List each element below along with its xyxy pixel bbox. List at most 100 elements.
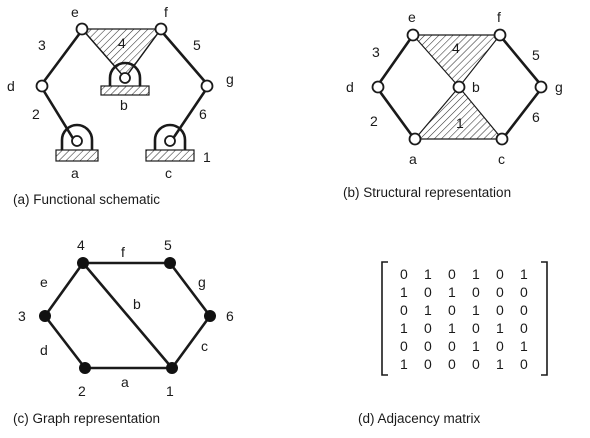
label-link-4-b: 4 bbox=[452, 40, 460, 56]
label-link-6: 6 bbox=[199, 106, 207, 122]
ground-pivot-b bbox=[108, 61, 142, 88]
label-edge-a: a bbox=[121, 374, 129, 390]
caption-b: (b) Structural representation bbox=[343, 185, 511, 200]
label-vertex-5: 5 bbox=[164, 237, 172, 253]
label-link-3: 3 bbox=[38, 37, 46, 53]
label-vertex-2: 2 bbox=[78, 383, 86, 399]
link-3-bar-b bbox=[376, 36, 413, 87]
link-5-bar-b bbox=[500, 36, 543, 87]
label-link-1: 1 bbox=[203, 149, 211, 165]
label-vertex-6: 6 bbox=[226, 308, 234, 324]
label-edge-b: b bbox=[133, 296, 141, 312]
vertex-4 bbox=[77, 257, 89, 269]
joint-f bbox=[154, 22, 168, 36]
joint-f-b bbox=[493, 28, 507, 42]
label-joint-g: g bbox=[226, 71, 234, 87]
label-joint-e-b: e bbox=[408, 9, 416, 25]
joint-g bbox=[200, 79, 214, 93]
label-link-1-b: 1 bbox=[456, 115, 464, 131]
label-joint-c-b: c bbox=[498, 151, 505, 167]
label-joint-b-b: b bbox=[472, 79, 480, 95]
label-link-5-b: 5 bbox=[532, 47, 540, 63]
ground-hatch-a bbox=[55, 149, 99, 162]
vertex-2 bbox=[79, 362, 91, 374]
label-link-6-b: 6 bbox=[532, 109, 540, 125]
link-4-edge-fb bbox=[124, 28, 162, 79]
label-joint-g-b: g bbox=[555, 79, 563, 95]
label-joint-f-b: f bbox=[497, 9, 501, 25]
joint-b-b bbox=[452, 80, 466, 94]
label-joint-a: a bbox=[71, 165, 79, 181]
matrix-bracket-right bbox=[541, 261, 548, 376]
ground-pivot-a bbox=[60, 123, 94, 152]
vertex-1 bbox=[166, 362, 178, 374]
joint-c bbox=[164, 135, 176, 147]
label-link-3-b: 3 bbox=[372, 44, 380, 60]
label-edge-e: e bbox=[40, 274, 48, 290]
panel-b-structural-representation: e f d g b a c 3 2 4 1 5 6 (b) Structural… bbox=[343, 9, 563, 200]
label-vertex-1: 1 bbox=[166, 383, 174, 399]
link-4-triangle-b bbox=[411, 34, 502, 88]
label-joint-b: b bbox=[120, 97, 128, 113]
label-joint-d: d bbox=[7, 78, 15, 94]
joint-e bbox=[75, 22, 89, 36]
edge-g bbox=[168, 261, 212, 318]
edge-e bbox=[43, 261, 85, 318]
vertex-3 bbox=[39, 310, 51, 322]
label-link-5: 5 bbox=[193, 37, 201, 53]
label-link-2: 2 bbox=[32, 106, 40, 122]
vertex-6 bbox=[204, 310, 216, 322]
link-6-bar bbox=[170, 86, 209, 142]
joint-c-b bbox=[495, 132, 509, 146]
label-vertex-4: 4 bbox=[77, 237, 85, 253]
link-3-bar bbox=[40, 31, 82, 86]
caption-a: (a) Functional schematic bbox=[13, 192, 160, 207]
joint-e-b bbox=[406, 28, 420, 42]
edge-c bbox=[170, 314, 212, 370]
link-1-triangle-b bbox=[413, 86, 504, 140]
ground-pivot-c bbox=[153, 123, 187, 152]
label-edge-d: d bbox=[40, 342, 48, 358]
panel-a-functional-schematic: e f d g a b c 3 2 4 5 6 1 (a) Functional… bbox=[7, 4, 234, 207]
vertex-5 bbox=[164, 257, 176, 269]
ground-hatch-c bbox=[145, 149, 195, 162]
joint-b bbox=[119, 72, 131, 84]
label-link-2-b: 2 bbox=[370, 113, 378, 129]
link-2-bar-b bbox=[376, 87, 415, 139]
matrix-bracket-left bbox=[381, 261, 388, 376]
joint-a bbox=[71, 135, 83, 147]
link-2-bar bbox=[40, 86, 76, 142]
joint-g-b bbox=[534, 80, 548, 94]
edge-b bbox=[81, 261, 174, 370]
edge-d bbox=[43, 314, 87, 370]
link-5-bar bbox=[161, 31, 209, 86]
link-4-edge-eb bbox=[81, 28, 126, 79]
ground-hatch-b bbox=[100, 85, 150, 96]
link-6-bar-b bbox=[502, 87, 543, 139]
label-joint-d-b: d bbox=[346, 79, 354, 95]
joint-d bbox=[35, 79, 49, 93]
label-vertex-3: 3 bbox=[18, 308, 26, 324]
caption-d: (d) Adjacency matrix bbox=[358, 411, 481, 426]
label-joint-e: e bbox=[71, 4, 79, 20]
label-edge-c: c bbox=[201, 338, 208, 354]
label-joint-a-b: a bbox=[409, 151, 417, 167]
joint-a-b bbox=[408, 132, 422, 146]
joint-d-b bbox=[371, 80, 385, 94]
label-link-4: 4 bbox=[118, 35, 126, 51]
caption-c: (c) Graph representation bbox=[13, 411, 160, 426]
label-joint-c: c bbox=[165, 165, 172, 181]
panel-c-graph-representation: 4 5 3 6 2 1 f e b g d c a (c) Graph repr… bbox=[13, 237, 234, 426]
label-joint-f: f bbox=[164, 4, 168, 20]
label-edge-f: f bbox=[121, 244, 125, 260]
label-edge-g: g bbox=[198, 274, 206, 290]
